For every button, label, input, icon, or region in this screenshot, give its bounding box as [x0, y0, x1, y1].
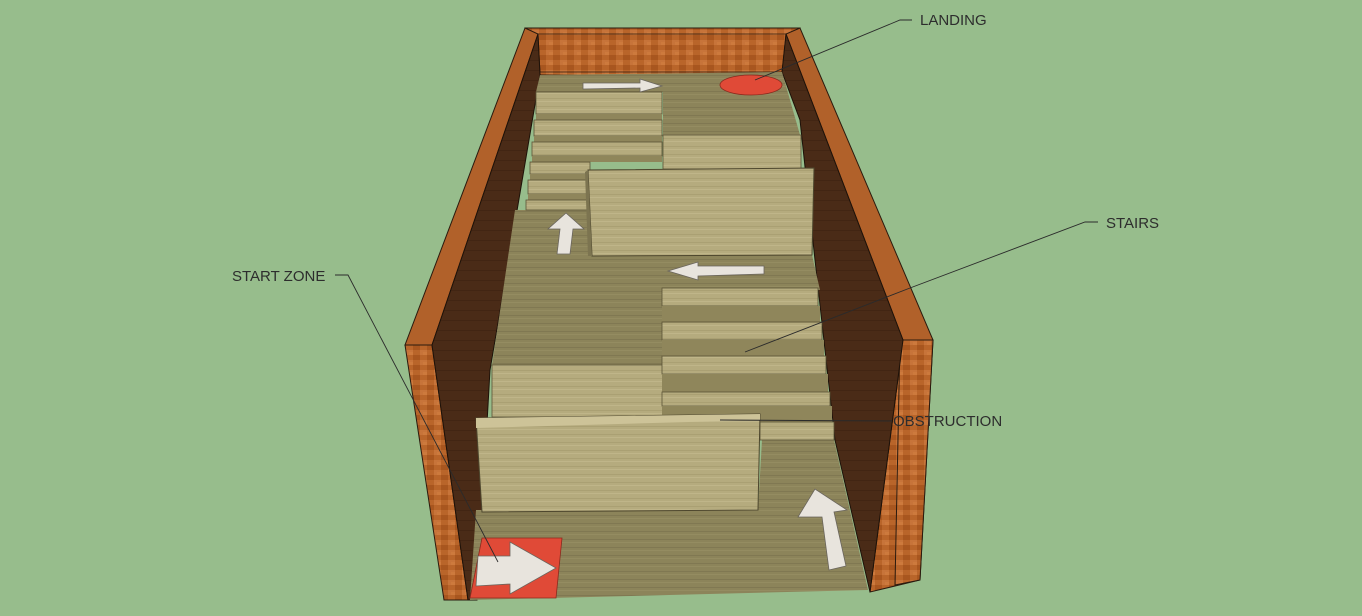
right-wall-front-face — [895, 340, 933, 585]
back-wall-top — [538, 34, 786, 72]
callout-obstruction-label: OBSTRUCTION — [893, 413, 1002, 430]
landing-marker-icon — [720, 75, 782, 95]
callout-landing-label: LANDING — [920, 12, 987, 29]
lower-obstruction — [476, 414, 760, 512]
landing-platform — [663, 135, 801, 169]
start-zone-arrow-icon — [470, 538, 562, 598]
callout-start-zone-label: START ZONE — [232, 268, 325, 285]
middle-block — [492, 365, 663, 417]
callout-stairs-label: STAIRS — [1106, 215, 1159, 232]
upper-obstruction — [585, 168, 814, 256]
